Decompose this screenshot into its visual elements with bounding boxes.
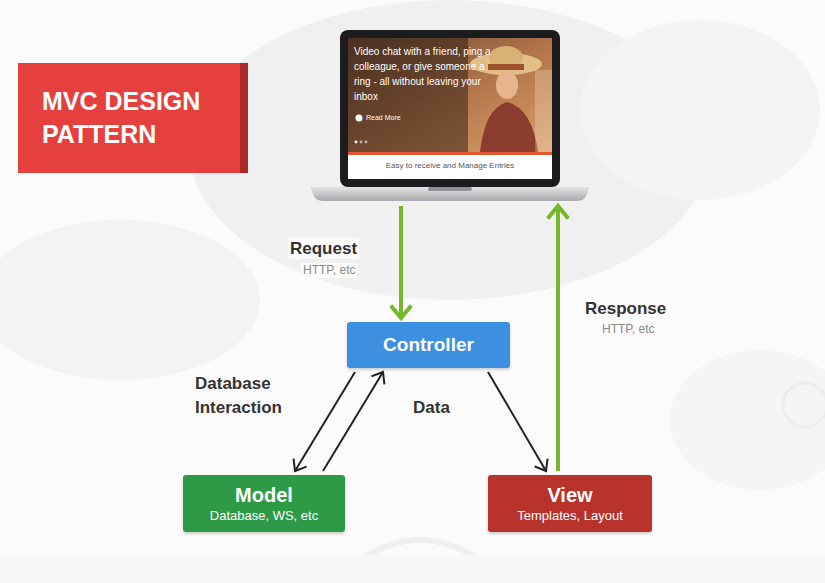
laptop-node: Video chat with a friend, ping a colleag… — [310, 30, 590, 202]
controller-box: Controller — [347, 322, 510, 368]
model-box: ModelDatabase, WS, etc — [183, 475, 345, 532]
box-heading: Model — [235, 484, 293, 507]
flow-arrow — [392, 206, 410, 318]
view-box: ViewTemplates, Layout — [488, 475, 652, 532]
edge-label: Database Interaction — [193, 372, 309, 420]
read-more-link: Read More — [366, 114, 401, 122]
title-banner: MVC DESIGN PATTERN — [18, 63, 240, 173]
title-text: MVC DESIGN PATTERN — [42, 85, 232, 151]
box-heading: Controller — [383, 333, 474, 357]
box-subtitle: Templates, Layout — [517, 507, 623, 524]
box-subtitle: Database, WS, etc — [210, 507, 318, 524]
edge-label: Data — [411, 397, 452, 418]
edge-label: Response — [583, 298, 668, 319]
flow-arrow — [488, 372, 547, 471]
screen-text: Video chat with a friend, ping a colleag… — [354, 44, 496, 104]
box-heading: View — [547, 484, 592, 507]
flow-arrow — [323, 372, 384, 471]
edge-label: Request — [288, 238, 359, 259]
flow-arrow — [549, 206, 567, 471]
protocol-note: HTTP, etc — [600, 322, 656, 337]
protocol-note: HTTP, etc — [301, 263, 357, 278]
screen-footer-text: Easy to receive and Manage Entries — [348, 161, 552, 171]
